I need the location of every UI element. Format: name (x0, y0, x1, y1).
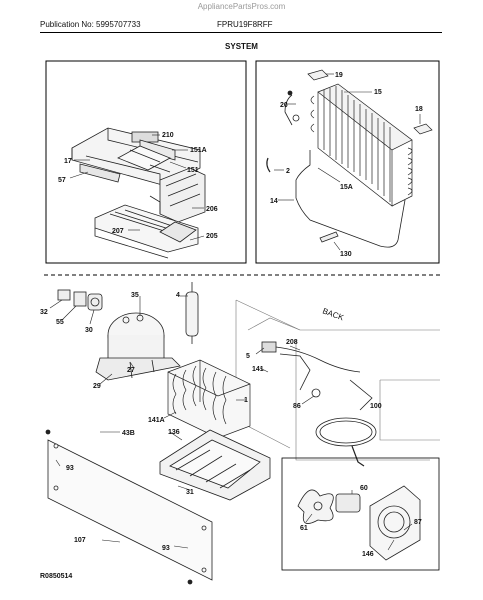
callout-15A: 15A (340, 184, 353, 191)
callout-1: 1 (244, 397, 248, 404)
section-title: SYSTEM (225, 42, 258, 51)
condenser-coil (167, 359, 251, 439)
callout-31: 31 (186, 489, 194, 496)
overload-relay (57, 289, 103, 311)
callout-27: 27 (127, 367, 135, 374)
drier-filter (185, 282, 199, 344)
callout-93-bottom: 93 (162, 545, 170, 552)
callout-20: 20 (280, 102, 288, 109)
evaporator-fan-shroud (94, 204, 199, 259)
callout-151: 151 (187, 167, 199, 174)
callout-146: 146 (362, 551, 374, 558)
heater-tubing (266, 90, 406, 248)
callout-14: 14 (270, 198, 278, 205)
wiring-harness (261, 341, 377, 467)
cabinet-back-outline (235, 299, 440, 461)
callout-30: 30 (85, 327, 93, 334)
evaporator-cover-assembly (71, 127, 206, 223)
callout-151A: 151A (190, 147, 207, 154)
access-cover-panel (45, 429, 213, 585)
panel2-leaders (274, 73, 421, 251)
callout-29: 29 (93, 383, 101, 390)
panel-evaporator-coil (255, 60, 440, 264)
compressor (95, 312, 181, 381)
callout-136: 136 (168, 429, 180, 436)
callout-19: 19 (335, 72, 343, 79)
callout-17: 17 (64, 158, 72, 165)
condenser-tray (159, 429, 271, 501)
callout-207: 207 (112, 228, 124, 235)
callout-100: 100 (370, 403, 382, 410)
callout-61: 61 (300, 525, 308, 532)
callout-15: 15 (374, 89, 382, 96)
callout-141A: 141A (148, 417, 165, 424)
callout-107: 107 (74, 537, 86, 544)
callout-18: 18 (415, 106, 423, 113)
panel-evaporator-housing (45, 60, 247, 264)
callout-2: 2 (286, 168, 290, 175)
insulation-pads (307, 69, 433, 135)
lower-leaders (49, 295, 413, 551)
evaporator-coil (310, 83, 413, 207)
callout-206: 206 (206, 206, 218, 213)
publication-number: Publication No: 5995707733 (40, 20, 141, 29)
callout-32: 32 (40, 309, 48, 316)
callout-208: 208 (286, 339, 298, 346)
back-label: BACK (321, 306, 345, 322)
callout-57: 57 (58, 177, 66, 184)
callout-5: 5 (246, 353, 250, 360)
callout-60: 60 (360, 485, 368, 492)
callout-43B: 43B (122, 430, 135, 437)
panel1-leaders (69, 134, 205, 241)
watermark: AppliancePartsPros.com (197, 2, 286, 11)
callout-141: 141 (252, 366, 264, 373)
callout-205: 205 (206, 233, 218, 240)
drawing-code: R0850514 (40, 573, 73, 580)
callout-130: 130 (340, 251, 352, 258)
condenser-fan-assembly (281, 457, 440, 571)
callout-87: 87 (414, 519, 422, 526)
callout-86: 86 (293, 403, 301, 410)
model-number: FPRU19F8RFF (217, 20, 273, 29)
callout-93-top: 93 (66, 465, 74, 472)
callout-55: 55 (56, 319, 64, 326)
callout-35: 35 (131, 292, 139, 299)
callout-4: 4 (176, 292, 180, 299)
callout-210: 210 (162, 132, 174, 139)
header-rule (40, 32, 442, 33)
